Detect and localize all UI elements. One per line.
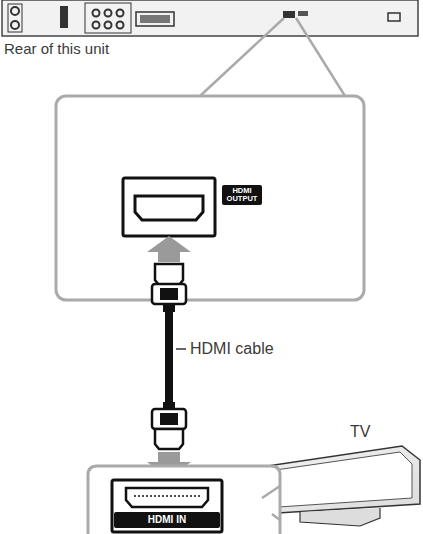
cable-label: HDMI cable xyxy=(190,340,274,358)
detail-frame xyxy=(88,466,280,534)
insert-arrow xyxy=(147,236,191,262)
hdmi-plug xyxy=(152,402,186,449)
port-label: HDMI OUTPUT xyxy=(224,187,260,203)
hdmi-plug xyxy=(152,264,186,312)
leader-line xyxy=(176,348,186,350)
port-badge: HDMI IN xyxy=(114,512,220,528)
hdmi-output-socket xyxy=(123,178,215,236)
hdmi-cable xyxy=(165,311,173,403)
magnify-line xyxy=(200,18,345,96)
hdmi-in-socket xyxy=(112,480,222,532)
device-label: TV xyxy=(350,423,370,441)
unit-caption: Rear of this unit xyxy=(4,40,109,57)
port-label: HDMI IN xyxy=(116,514,218,526)
port-badge: HDMI OUTPUT xyxy=(222,185,262,205)
detail-frame xyxy=(56,96,364,300)
magnify-line xyxy=(262,486,280,520)
rear-panel xyxy=(2,0,418,36)
